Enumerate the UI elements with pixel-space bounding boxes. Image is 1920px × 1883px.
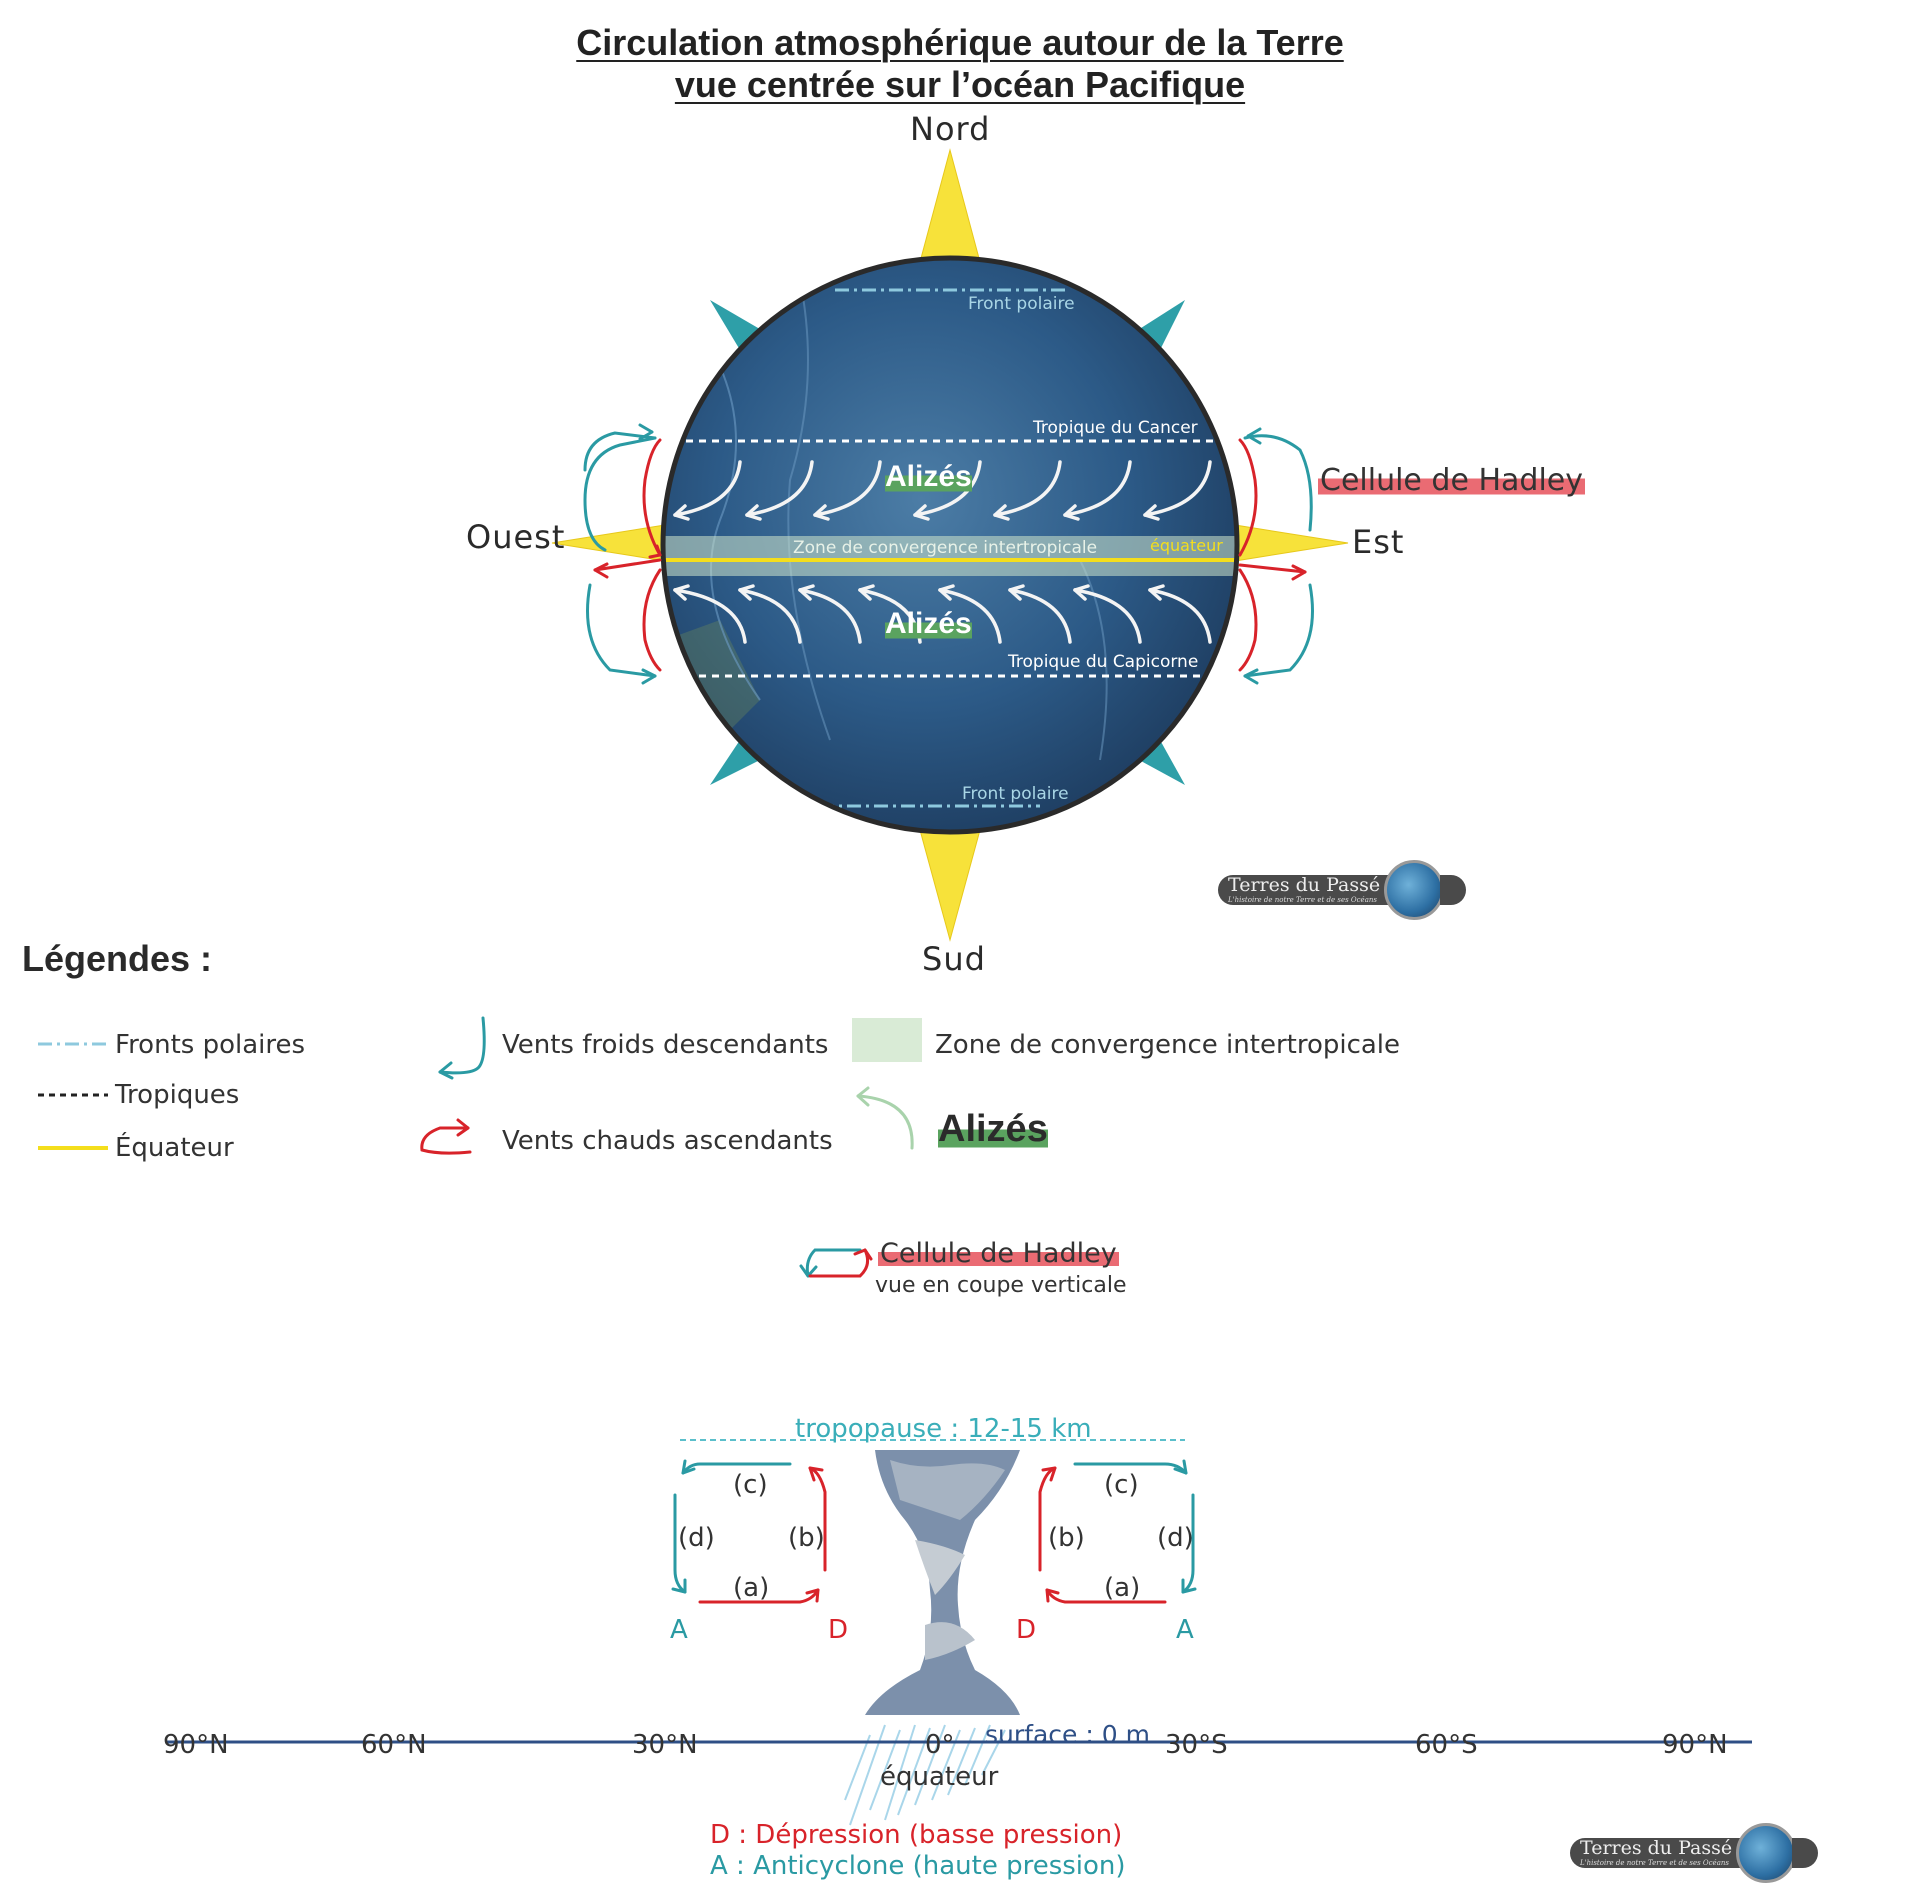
hadley-cell-label: Cellule de Hadley [1318, 463, 1585, 498]
title-line-1: Circulation atmosphérique autour de la T… [576, 22, 1344, 63]
legend-hadley-label: Cellule de Hadley [878, 1238, 1119, 1269]
legend-cold-winds-label: Vents froids descendants [502, 1030, 829, 1060]
tropique-capricorne-label: Tropique du Capicorne [1008, 652, 1199, 672]
tropique-cancer-label: Tropique du Cancer [1033, 418, 1198, 438]
cell-east-label-d: (d) [1157, 1523, 1194, 1553]
lat-tick-90-east: 90°N [1662, 1730, 1728, 1760]
legend-fronts-label: Fronts polaires [115, 1030, 306, 1060]
cumulonimbus-cloud [865, 1450, 1020, 1715]
trade-winds-south [673, 584, 1212, 644]
cell-west-label-d: (d) [678, 1523, 715, 1553]
title-line-2: vue centrée sur l’océan Pacifique [674, 64, 1246, 105]
logo-bottom-text-bar: Terres du Passé L'histoire de notre Terr… [1570, 1838, 1743, 1868]
lat-tick-60n: 60°N [361, 1730, 427, 1760]
terres-du-passe-logo: Terres du Passé L'histoire de notre Terr… [1218, 860, 1467, 920]
legend-cold-wind-symbol [438, 1016, 486, 1080]
compass-north-label: Nord [910, 110, 991, 148]
globe-compass-figure [551, 148, 1349, 942]
logo-globe-icon [1384, 860, 1445, 920]
cell-east-label-c: (c) [1104, 1470, 1139, 1500]
front-polaire-south-label: Front polaire [962, 784, 1069, 804]
compass-south-label: Sud [922, 940, 986, 978]
legend-tropiques-label: Tropiques [115, 1080, 240, 1110]
section-label-D-west: D [828, 1615, 849, 1645]
compass-point-south [919, 829, 981, 942]
compass-point-north [919, 148, 981, 263]
legend-warm-winds-label: Vents chauds ascendants [502, 1126, 833, 1156]
cell-west-label-a: (a) [733, 1573, 770, 1603]
tropopause-label: tropopause : 12-15 km [795, 1414, 1092, 1444]
section-cell-east [1038, 1459, 1197, 1604]
section-cell-west [671, 1459, 827, 1604]
equateur-label: équateur [1150, 536, 1223, 555]
legend-heading: Légendes : [22, 938, 213, 979]
legend-hadley-sub-label: vue en coupe verticale [875, 1273, 1127, 1298]
hadley-arrows-west [583, 423, 662, 685]
legend-equateur-label: Équateur [115, 1133, 234, 1163]
itcz-label: Zone de convergence intertropicale [793, 538, 1098, 558]
lat-tick-30n: 30°N [632, 1730, 698, 1760]
legend-itcz-symbol [852, 1018, 922, 1062]
legend-alizes-label: Alizés [938, 1108, 1048, 1151]
cell-east-label-a: (a) [1104, 1573, 1141, 1603]
legend-symbols [38, 1016, 922, 1278]
globe-outline [660, 255, 1240, 835]
front-polaire-north-label: Front polaire [968, 294, 1075, 314]
surface-label: surface : 0 m [985, 1720, 1150, 1749]
alizes-north-label: Alizés [885, 460, 972, 494]
compass-west-label: Ouest [466, 518, 566, 556]
hadley-arrows-east [1238, 427, 1314, 685]
cell-east-label-b: (b) [1048, 1523, 1085, 1553]
lat-tick-60s: 60°S [1415, 1730, 1478, 1760]
section-label-A-east: A [1176, 1615, 1194, 1645]
legend-warm-wind-symbol [420, 1118, 472, 1155]
trade-winds-north [673, 460, 1212, 521]
legend-itcz-label: Zone de convergence intertropicale [935, 1030, 1401, 1060]
logo-bottom-globe-icon [1736, 1823, 1797, 1883]
section-label-A-west: A [670, 1615, 688, 1645]
anticyclone-legend: A : Anticyclone (haute pression) [710, 1851, 1126, 1881]
cell-west-label-b: (b) [788, 1523, 825, 1553]
lat-tick-30s: 30°S [1165, 1730, 1228, 1760]
logo-tail [1440, 875, 1467, 905]
lat-tick-0: 0° [925, 1730, 955, 1760]
terres-du-passe-logo-bottom: Terres du Passé L'histoire de notre Terr… [1570, 1823, 1819, 1883]
alizes-south-label: Alizés [885, 607, 972, 641]
hadley-section-figure [166, 1439, 1752, 1826]
legend-alizes-symbol [856, 1086, 914, 1150]
lat-tick-90n-west: 90°N [163, 1730, 229, 1760]
section-label-D-east: D [1016, 1615, 1037, 1645]
cell-west-label-c: (c) [733, 1470, 768, 1500]
depression-legend: D : Dépression (basse pression) [710, 1820, 1123, 1850]
compass-east-label: Est [1352, 523, 1405, 561]
legend-hadley-symbol [799, 1248, 873, 1278]
section-equateur-label: équateur [880, 1762, 999, 1792]
logo-text-bar: Terres du Passé L'histoire de notre Terr… [1218, 875, 1391, 905]
logo-bottom-tail [1792, 1838, 1819, 1868]
itcz-band [663, 536, 1237, 576]
